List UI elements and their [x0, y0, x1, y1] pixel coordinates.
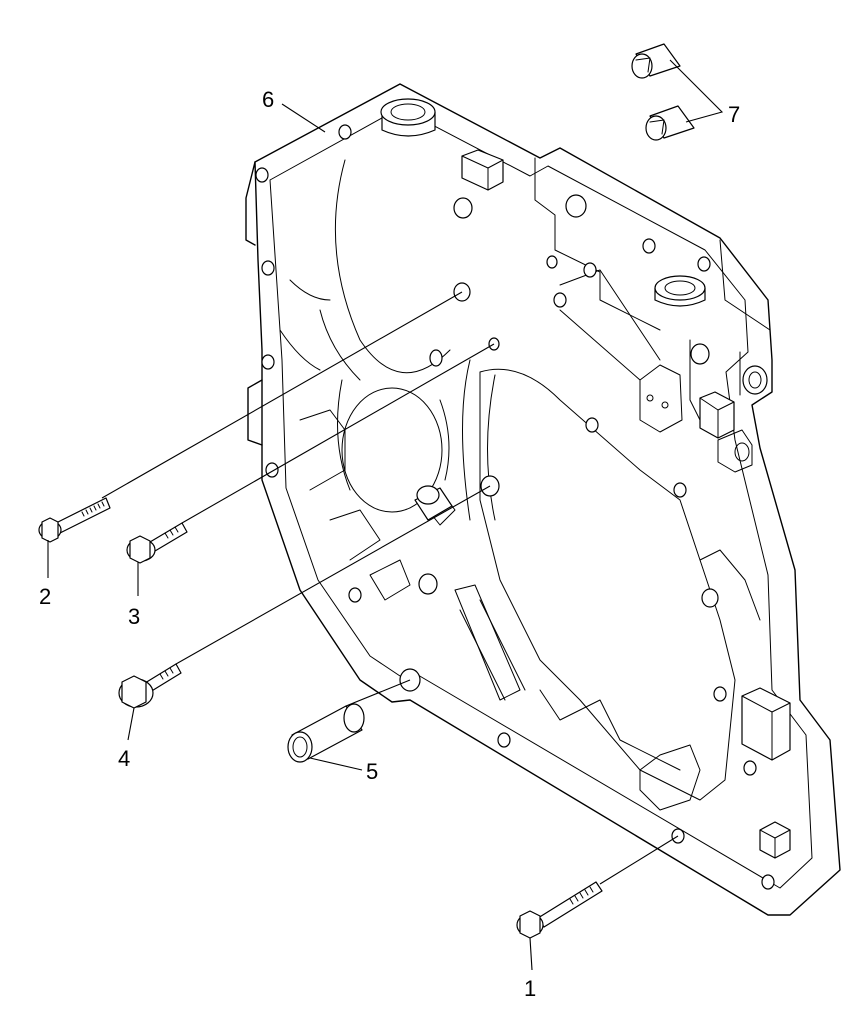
bolt-2	[38, 497, 111, 543]
dowel-sleeve-5	[287, 703, 365, 763]
callout-7: 7	[728, 102, 740, 127]
bolt-4	[118, 663, 182, 709]
housing-cover	[245, 83, 841, 916]
callout-2: 2	[39, 584, 51, 609]
callout-3: 3	[128, 604, 140, 629]
bolt-1	[516, 881, 603, 939]
bolt-3	[126, 522, 188, 564]
leader-lines	[47, 59, 724, 971]
callout-5: 5	[366, 759, 378, 784]
callout-1: 1	[524, 976, 536, 1001]
clip-7b	[645, 105, 695, 141]
callout-6: 6	[262, 87, 274, 112]
clip-7a	[631, 43, 681, 79]
callout-4: 4	[118, 746, 130, 771]
